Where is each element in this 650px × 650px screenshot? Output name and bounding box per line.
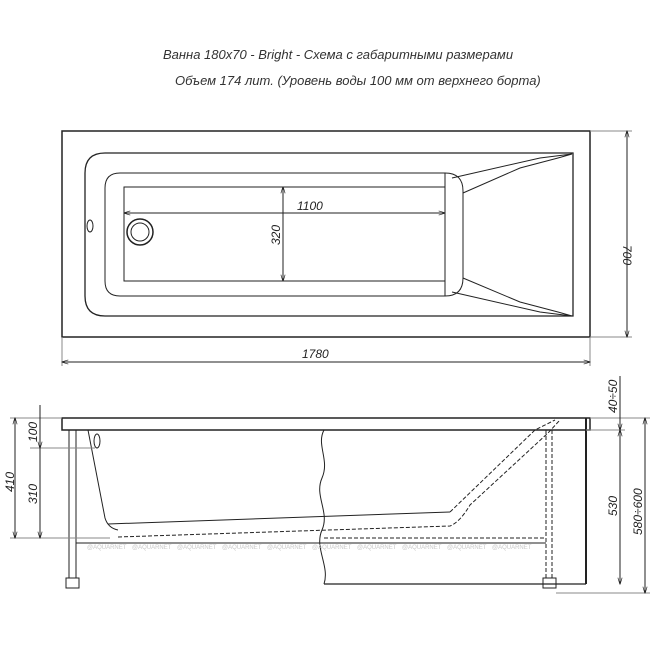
dim-100: 100	[26, 422, 40, 442]
dim-1100: 1100	[297, 199, 323, 213]
outer-rim	[61, 130, 591, 338]
watermark-text: @AQUARNET	[492, 545, 532, 551]
watermark-text: @AQUARNET	[132, 545, 172, 551]
dim-530: 530	[606, 496, 620, 516]
dim-310: 310	[26, 484, 40, 504]
break-line	[319, 429, 326, 585]
dim-40-50: 40÷50	[606, 379, 620, 413]
drawing-subtitle: Объем 174 лит. (Уровень воды 100 мм от в…	[175, 73, 541, 88]
top-view	[61, 130, 632, 366]
tub-floor	[107, 511, 451, 525]
watermark-text: @AQUARNET	[222, 545, 262, 551]
overflow-icon	[93, 433, 101, 449]
backrest-bottom	[451, 277, 573, 317]
dim-580-600: 580÷600	[631, 488, 645, 535]
rim-profile	[61, 417, 591, 431]
side-view	[10, 376, 650, 593]
inner-rim	[84, 152, 574, 317]
watermark-text: @AQUARNET	[267, 545, 307, 551]
drawing-title: Ванна 180x70 - Bright - Схема с габаритн…	[163, 47, 514, 62]
tub-head-wall	[87, 429, 119, 531]
left-foot	[65, 577, 80, 589]
overflow-icon	[86, 219, 94, 233]
dim-410: 410	[3, 472, 17, 492]
right-foot	[542, 577, 557, 589]
tub-bottom-hidden	[117, 419, 561, 538]
watermark-text: @AQUARNET	[312, 545, 352, 551]
dim-700: 700	[620, 245, 634, 265]
backrest-hidden	[449, 419, 556, 513]
watermark: @AQUARNET @AQUARNET @AQUARNET @AQUARNET …	[87, 545, 532, 551]
backrest-top	[451, 153, 573, 194]
floor-outline	[123, 186, 446, 282]
dim-320: 320	[269, 225, 283, 245]
watermark-text: @AQUARNET	[357, 545, 397, 551]
watermark-text: @AQUARNET	[447, 545, 487, 551]
watermark-text: @AQUARNET	[177, 545, 217, 551]
watermark-text: @AQUARNET	[87, 545, 127, 551]
dim-1780: 1780	[302, 347, 329, 361]
bowl-outline	[104, 172, 464, 297]
drain-icon	[126, 218, 154, 246]
watermark-text: @AQUARNET	[402, 545, 442, 551]
drain-inner	[130, 222, 150, 242]
